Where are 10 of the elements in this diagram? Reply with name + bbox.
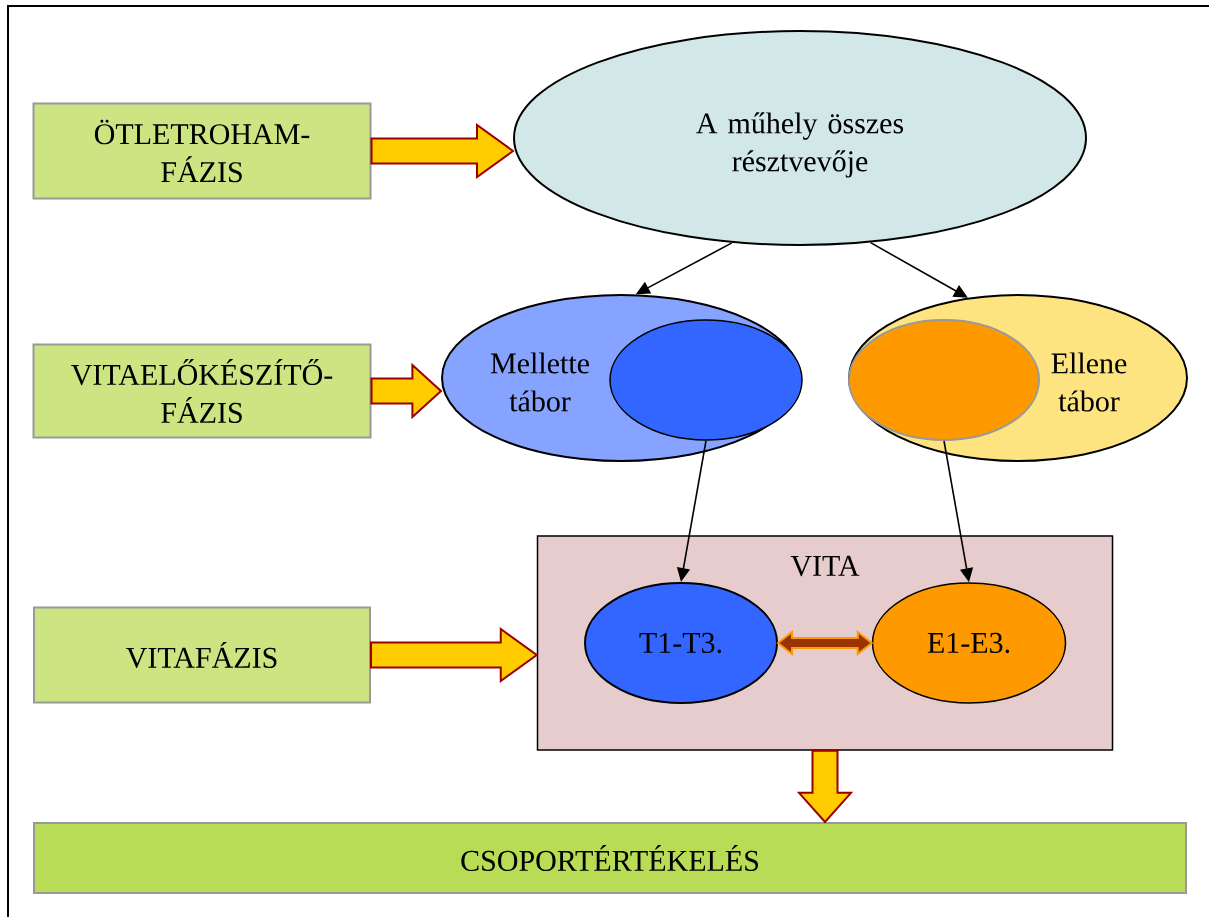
block-arrow (370, 123, 515, 179)
block-arrow (370, 362, 443, 420)
subgroup-ellipse (609, 319, 803, 441)
phase-box: VITAELŐKÉSZÍTŐ- FÁZIS (32, 343, 372, 439)
evaluation-bar: CSOPORTÉRTÉKELÉS (33, 822, 1187, 894)
phase-box: ÖTLETROHAM- FÁZIS (32, 102, 372, 200)
phase-box: VITAFÁZIS (33, 606, 371, 704)
block-arrow (796, 749, 854, 824)
subgroup-ellipse (848, 319, 1040, 441)
block-arrow (370, 627, 539, 683)
